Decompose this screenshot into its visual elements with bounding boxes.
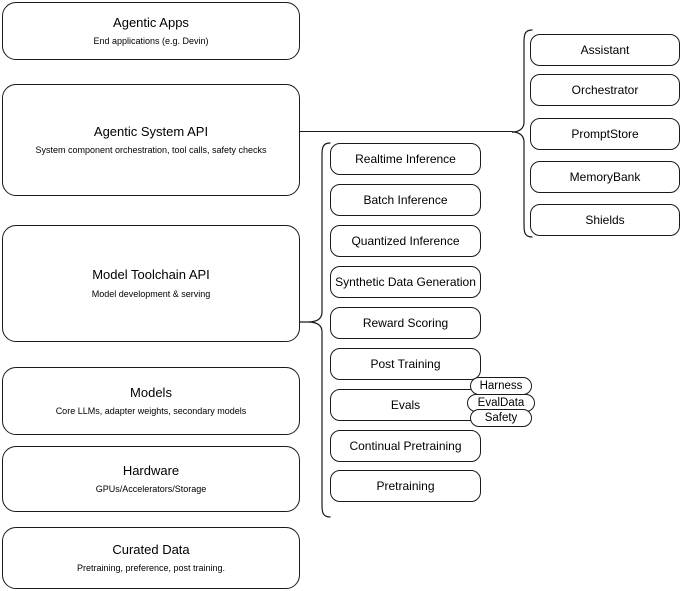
toolchain-label: Evals bbox=[390, 397, 421, 412]
layer-box-agentic-system-api[interactable]: Agentic System API System component orch… bbox=[2, 84, 300, 196]
toolchain-box-post-training[interactable]: Post Training bbox=[330, 348, 481, 380]
toolchain-label: Realtime Inference bbox=[355, 151, 456, 166]
layer-subtitle: Core LLMs, adapter weights, secondary mo… bbox=[55, 406, 247, 416]
system-label: Assistant bbox=[580, 42, 630, 57]
toolchain-label: Pretraining bbox=[376, 478, 435, 493]
layer-subtitle: Model development & serving bbox=[91, 288, 211, 299]
toolchain-label: Batch Inference bbox=[363, 192, 448, 207]
system-box-assistant[interactable]: Assistant bbox=[530, 34, 680, 66]
layer-box-model-toolchain-api[interactable]: Model Toolchain API Model development & … bbox=[2, 225, 300, 342]
evals-badge-harness[interactable]: Harness bbox=[470, 377, 532, 395]
layer-box-hardware[interactable]: Hardware GPUs/Accelerators/Storage bbox=[2, 446, 300, 512]
toolchain-label: Quantized Inference bbox=[351, 233, 460, 248]
layer-title: Agentic Apps bbox=[113, 14, 189, 30]
evals-badge-label: EvalData bbox=[477, 397, 525, 409]
layer-title: Curated Data bbox=[112, 541, 190, 557]
brace-toolchain-components bbox=[299, 140, 332, 522]
layer-subtitle: System component orchestration, tool cal… bbox=[35, 145, 267, 155]
brace-system-components bbox=[508, 27, 534, 243]
toolchain-label: Synthetic Data Generation bbox=[335, 274, 476, 289]
toolchain-label: Continual Pretraining bbox=[349, 438, 462, 453]
system-label: MemoryBank bbox=[569, 169, 641, 184]
system-box-memorybank[interactable]: MemoryBank bbox=[530, 161, 680, 193]
layer-box-curated-data[interactable]: Curated Data Pretraining, preference, po… bbox=[2, 527, 300, 589]
connector-line-system-api-to-components bbox=[300, 131, 513, 132]
toolchain-box-reward-scoring[interactable]: Reward Scoring bbox=[330, 307, 481, 339]
toolchain-box-quantized-inference[interactable]: Quantized Inference bbox=[330, 225, 481, 257]
system-box-orchestrator[interactable]: Orchestrator bbox=[530, 74, 680, 106]
layer-subtitle: GPUs/Accelerators/Storage bbox=[95, 484, 207, 494]
toolchain-label: Post Training bbox=[370, 356, 441, 371]
toolchain-box-continual-pretraining[interactable]: Continual Pretraining bbox=[330, 430, 481, 462]
system-label: Shields bbox=[585, 212, 625, 227]
layer-subtitle: Pretraining, preference, post training. bbox=[76, 563, 226, 573]
toolchain-box-evals[interactable]: Evals bbox=[330, 389, 481, 421]
layer-title: Models bbox=[130, 384, 172, 400]
toolchain-label: Reward Scoring bbox=[362, 315, 449, 330]
toolchain-box-synthetic-data-generation[interactable]: Synthetic Data Generation bbox=[330, 266, 481, 298]
layer-title: Agentic System API bbox=[93, 123, 209, 139]
system-box-promptstore[interactable]: PromptStore bbox=[530, 118, 680, 150]
system-box-shields[interactable]: Shields bbox=[530, 204, 680, 236]
layer-box-models[interactable]: Models Core LLMs, adapter weights, secon… bbox=[2, 367, 300, 435]
evals-badge-label: Harness bbox=[479, 380, 523, 392]
layer-box-agentic-apps[interactable]: Agentic Apps End applications (e.g. Devi… bbox=[2, 2, 300, 60]
toolchain-box-realtime-inference[interactable]: Realtime Inference bbox=[330, 143, 481, 175]
system-label: Orchestrator bbox=[571, 82, 639, 97]
toolchain-box-pretraining[interactable]: Pretraining bbox=[330, 470, 481, 502]
system-label: PromptStore bbox=[571, 126, 639, 141]
evals-badge-label: Safety bbox=[484, 412, 518, 424]
layer-title: Model Toolchain API bbox=[92, 267, 210, 283]
layer-subtitle: End applications (e.g. Devin) bbox=[93, 36, 209, 46]
layer-title: Hardware bbox=[122, 462, 180, 478]
toolchain-box-batch-inference[interactable]: Batch Inference bbox=[330, 184, 481, 216]
evals-badge-safety[interactable]: Safety bbox=[470, 409, 532, 427]
